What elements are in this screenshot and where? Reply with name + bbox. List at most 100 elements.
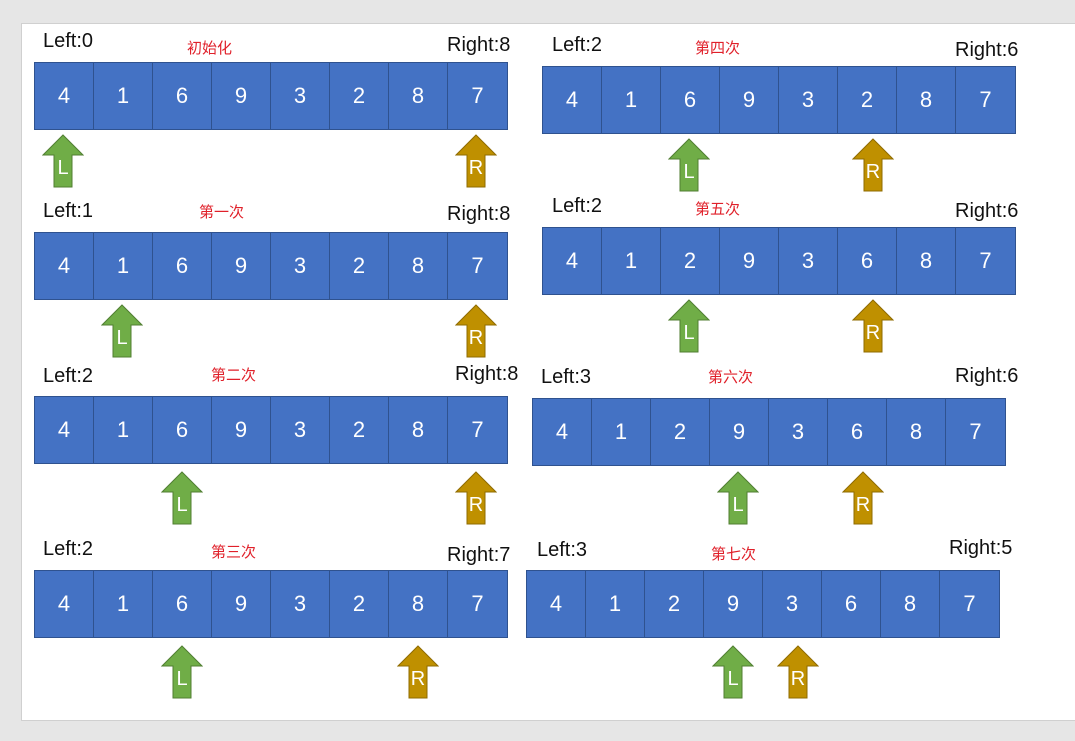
array-cell-3: 9 [212,397,271,463]
right-pointer-letter: R [865,322,881,344]
array-cell-5: 2 [330,233,389,299]
right-pointer-arrow-icon: R [455,471,497,525]
step-title: 第六次 [708,368,754,386]
left-pointer-label: Left:3 [537,539,588,561]
left-pointer-arrow-icon: L [161,471,203,525]
right-pointer-letter: R [468,327,484,349]
array-cell-1: 1 [602,228,661,294]
right-pointer-label: Right:6 [955,200,1019,222]
right-pointer-label: Right:7 [447,544,511,566]
right-pointer-label: Right:8 [455,363,519,385]
left-pointer-arrow-icon: L [668,138,710,192]
array-cell-6: 8 [897,228,956,294]
right-pointer-letter: R [865,161,881,183]
left-pointer-label: Left:3 [541,366,592,388]
left-pointer-arrow-icon: L [42,134,84,188]
array-cell-7: 7 [956,228,1015,294]
step-title: 第三次 [211,543,257,561]
left-pointer-letter: L [176,668,188,690]
array-cell-2: 6 [153,233,212,299]
right-pointer-arrow-icon: R [852,138,894,192]
array-cell-0: 4 [533,399,592,465]
array-cell-7: 7 [448,233,507,299]
right-pointer-arrow-icon: R [842,471,884,525]
array-cell-3: 9 [704,571,763,637]
array-cell-4: 3 [779,228,838,294]
array-cell-7: 7 [956,67,1015,133]
array-cell-4: 3 [271,397,330,463]
right-pointer-label: Right:6 [955,365,1019,387]
array-cell-0: 4 [35,397,94,463]
array-cell-5: 2 [330,63,389,129]
array-cell-7: 7 [448,63,507,129]
array-cell-1: 1 [94,63,153,129]
right-pointer-arrow-icon: R [852,299,894,353]
array-cell-5: 2 [838,67,897,133]
array-cell-1: 1 [94,571,153,637]
left-pointer-letter: L [732,494,744,516]
array-cell-1: 1 [94,397,153,463]
right-pointer-arrow-icon: R [397,645,439,699]
array-cell-2: 6 [153,63,212,129]
left-pointer-arrow-icon: L [161,645,203,699]
left-pointer-letter: L [727,668,739,690]
right-pointer-letter: R [468,157,484,179]
right-pointer-letter: R [855,494,871,516]
array-cell-1: 1 [592,399,651,465]
array-cell-3: 9 [212,63,271,129]
array-cell-0: 4 [35,63,94,129]
right-pointer-label: Right:8 [447,203,511,225]
left-pointer-letter: L [683,161,695,183]
array-cell-5: 6 [828,399,887,465]
array-cell-3: 9 [212,233,271,299]
array-cell-2: 2 [661,228,720,294]
array-cell-6: 8 [897,67,956,133]
left-pointer-letter: L [57,157,69,179]
array-cell-0: 4 [35,571,94,637]
array-cell-2: 6 [153,571,212,637]
array-cell-4: 3 [769,399,828,465]
array-cell-2: 6 [153,397,212,463]
left-pointer-arrow-icon: L [717,471,759,525]
left-pointer-label: Left:2 [552,34,603,56]
left-pointer-label: Left:2 [552,195,603,217]
right-pointer-arrow-icon: R [455,304,497,358]
array-cell-7: 7 [946,399,1005,465]
array-cell-6: 8 [881,571,940,637]
array-cell-5: 2 [330,571,389,637]
left-pointer-label: Left:2 [43,538,94,560]
right-pointer-letter: R [468,494,484,516]
array-cell-6: 8 [887,399,946,465]
array-cell-4: 3 [271,571,330,637]
right-pointer-letter: R [790,668,806,690]
array-cell-6: 8 [389,233,448,299]
array-cell-2: 6 [661,67,720,133]
left-pointer-letter: L [116,327,128,349]
array-cell-4: 3 [763,571,822,637]
left-pointer-label: Left:0 [43,30,94,52]
step-title: 第一次 [199,203,245,221]
array-cell-6: 8 [389,397,448,463]
array-cell-0: 4 [543,67,602,133]
array-cell-6: 8 [389,63,448,129]
array-cell-3: 9 [212,571,271,637]
step-title: 第四次 [695,39,741,57]
array-cell-1: 1 [94,233,153,299]
array-cell-3: 9 [720,67,779,133]
array-cell-4: 3 [271,233,330,299]
right-pointer-arrow-icon: R [455,134,497,188]
array-cell-7: 7 [940,571,999,637]
left-pointer-letter: L [176,494,188,516]
step-title: 第七次 [711,545,757,563]
step-title: 第五次 [695,200,741,218]
array-cell-7: 7 [448,397,507,463]
array-cell-3: 9 [720,228,779,294]
right-pointer-label: Right:5 [949,537,1013,559]
left-pointer-letter: L [683,322,695,344]
